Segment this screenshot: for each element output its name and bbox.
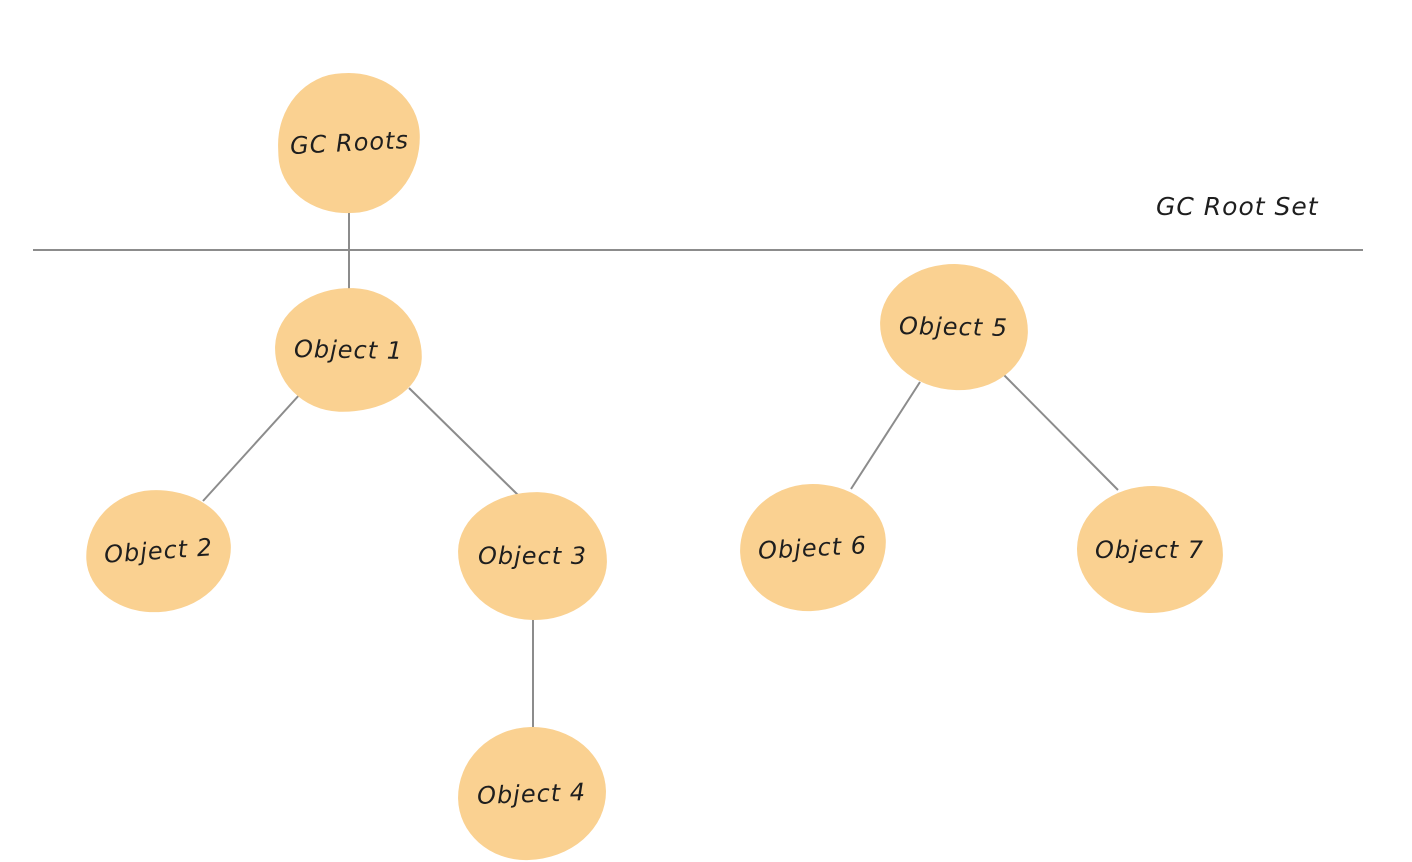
edge-object-5-object-7 — [999, 370, 1119, 491]
node-label-object-7: Object 7 — [1095, 535, 1205, 563]
edge-object-1-object-2 — [202, 392, 302, 502]
gc-root-set-label: GC Root Set — [1156, 192, 1319, 221]
node-label-object-5: Object 5 — [899, 312, 1009, 342]
node-label-object-1: Object 1 — [293, 335, 403, 365]
edge-object-5-object-6 — [850, 381, 921, 490]
node-label-object-2: Object 2 — [102, 533, 214, 569]
node-label-gc-roots: GC Roots — [288, 125, 410, 161]
node-label-object-6: Object 6 — [757, 530, 869, 564]
node-label-object-4: Object 4 — [477, 777, 587, 809]
edge-object-1-object-3 — [408, 387, 519, 496]
node-label-object-3: Object 3 — [477, 542, 587, 570]
